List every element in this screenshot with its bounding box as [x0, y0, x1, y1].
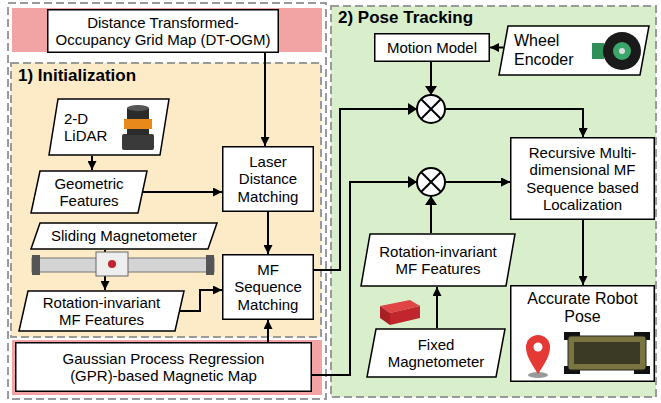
box-outline	[223, 147, 314, 212]
sensor-box: 2-D LiDAR	[48, 98, 170, 156]
robot-icon	[564, 332, 650, 374]
node-text: Accurate Robot Pose	[516, 290, 649, 327]
panel-fill	[11, 63, 321, 337]
node-text: MF Sequence Matching	[228, 261, 308, 313]
data-outline	[31, 171, 147, 213]
box-outline	[16, 343, 312, 392]
map-box: Distance Transformed-Occupancy Grid Map …	[47, 9, 279, 53]
box-outline	[511, 286, 655, 382]
multiply-junction	[421, 99, 441, 119]
robot-icon	[568, 336, 646, 370]
stage-panel: 1) Initialization 2-D LiDAR Geometric Feat…	[10, 62, 322, 338]
map-band	[12, 340, 322, 395]
multiply-junction	[417, 95, 445, 123]
connector	[143, 191, 222, 193]
data-box: Rotation-invariant MF Features	[360, 233, 516, 287]
slider-icon	[32, 255, 40, 275]
data-outline	[49, 99, 169, 155]
node-text: Sliding Magnetometer	[44, 227, 204, 244]
connector	[264, 53, 266, 146]
slider-icon	[108, 260, 116, 268]
wheel-icon	[613, 42, 631, 60]
region-border	[8, 3, 326, 399]
lidar-icon	[122, 134, 154, 150]
data-outline	[367, 329, 505, 377]
node-text: Recursive Multi-dimensional MF Sequence …	[516, 144, 649, 213]
node-text: Laser Distance Matching	[228, 153, 308, 205]
node-text: Rotation-invariant MF Features	[32, 294, 171, 329]
node-text: Fixed Magnetometer	[380, 336, 492, 371]
lidar-icon	[127, 105, 149, 111]
data-outline	[31, 223, 217, 249]
lidar-icon	[124, 119, 152, 129]
node-text: 2-D LiDAR	[64, 110, 110, 145]
box-outline	[375, 34, 490, 62]
wheel-icon	[619, 48, 625, 54]
multiply-junction	[417, 168, 445, 196]
connector	[490, 47, 504, 49]
robot-icon	[574, 342, 640, 364]
panel-heading: 1) Initialization	[18, 66, 136, 86]
process-box: MF Sequence Matching	[222, 254, 314, 320]
data-outline	[499, 26, 649, 75]
connector	[267, 212, 269, 254]
sensor-box: Fixed Magnetometer	[366, 328, 506, 378]
process-box: Motion Model	[374, 33, 490, 62]
sensor-box: Sliding Magnetometer	[30, 222, 218, 250]
slider-icon	[96, 252, 128, 276]
process-box: Laser Distance Matching	[222, 146, 314, 212]
node-text: Geometric Features	[44, 175, 134, 210]
panel-fill	[331, 6, 656, 397]
data-box: Geometric Features	[30, 170, 148, 214]
multiply-junction	[421, 172, 441, 192]
slider-icon	[206, 255, 214, 275]
map-box: Gaussian Process Regression (GPR)-based …	[15, 342, 312, 392]
stage-panel: 2) Pose TrackingMotion Model Wheel Encode…	[330, 5, 657, 398]
box-outline	[223, 255, 314, 320]
map-band	[12, 8, 322, 395]
connector	[91, 156, 93, 170]
data-outline	[361, 234, 515, 286]
wheel-icon	[592, 43, 604, 59]
node-text: Wheel Encoder	[514, 32, 588, 69]
box-outline	[511, 138, 655, 220]
connector	[582, 220, 584, 285]
node-text: Motion Model	[380, 39, 484, 56]
wheel-icon	[603, 32, 641, 70]
multiply-junction	[421, 172, 441, 192]
location-pin	[534, 343, 543, 352]
region-border	[8, 3, 326, 399]
data-box: Rotation-invariant MF Features	[18, 290, 185, 332]
sensor-box: Wheel Encoder	[498, 25, 650, 76]
output-box: Accurate Robot Pose	[510, 285, 655, 382]
node-text: Gaussian Process Regression (GPR)-based …	[51, 350, 276, 385]
process-box: Recursive Multi-dimensional MF Sequence …	[510, 137, 655, 220]
connector	[436, 287, 438, 328]
box-outline	[48, 10, 279, 53]
map-band	[12, 8, 322, 52]
multiply-junction	[417, 95, 445, 123]
multiply-junction	[421, 99, 441, 119]
node-text: Distance Transformed-Occupancy Grid Map …	[52, 14, 274, 49]
data-outline	[19, 291, 184, 331]
panel-heading: 2) Pose Tracking	[338, 8, 473, 28]
node-text: Rotation-invariant MF Features	[372, 243, 504, 278]
multiply-junction	[417, 168, 445, 196]
connector	[267, 320, 269, 342]
